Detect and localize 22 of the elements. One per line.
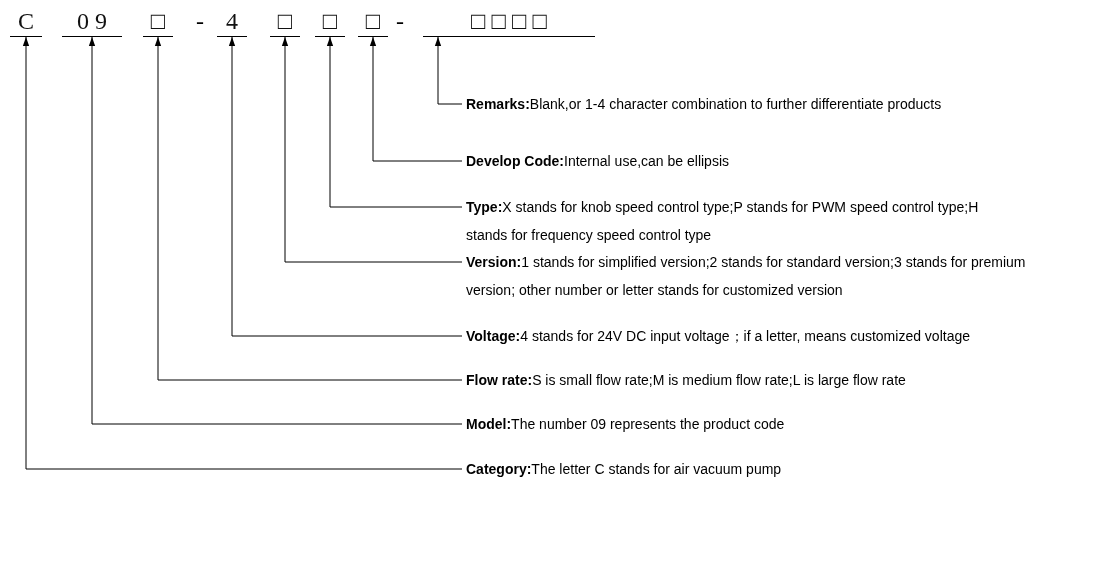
leader-arrow	[228, 36, 463, 337]
description-text: Flow rate:S is small flow rate;M is medium flow rate;L is large flow rate	[466, 366, 1066, 394]
leader-arrow	[326, 36, 463, 208]
separator-dash: -	[396, 7, 404, 36]
leader-arrow	[22, 36, 463, 470]
leader-arrow	[281, 36, 463, 263]
description-text: Remarks:Blank,or 1-4 character combination to further differentiate products	[466, 90, 986, 118]
description-text: Type:X stands for knob speed control type;P stands for PWM speed control type;H stands for frequency speed control type	[466, 193, 986, 249]
description-text: Voltage:4 stands for 24V DC input voltage；if a letter, means customized voltage	[466, 322, 1111, 350]
leader-arrow	[154, 36, 463, 381]
separator-dash: -	[196, 7, 204, 36]
code-digits: 0 9	[62, 6, 122, 37]
code-digit: 4	[217, 6, 247, 37]
description-text: Category:The letter C stands for air vacuum pump	[466, 455, 1066, 483]
leader-arrow	[434, 36, 463, 105]
description-text: Develop Code:Internal use,can be ellipsis	[466, 147, 986, 175]
placeholder-squares: □ □ □ □	[423, 6, 595, 37]
leader-arrow	[88, 36, 463, 425]
code-letter: C	[10, 6, 42, 37]
description-text: Model:The number 09 represents the product code	[466, 410, 1066, 438]
leader-arrow	[369, 36, 463, 162]
description-text: Version:1 stands for simplified version;2 stands for standard version;3 stands for premium version; other number or letter stands for customized version	[466, 248, 1026, 304]
